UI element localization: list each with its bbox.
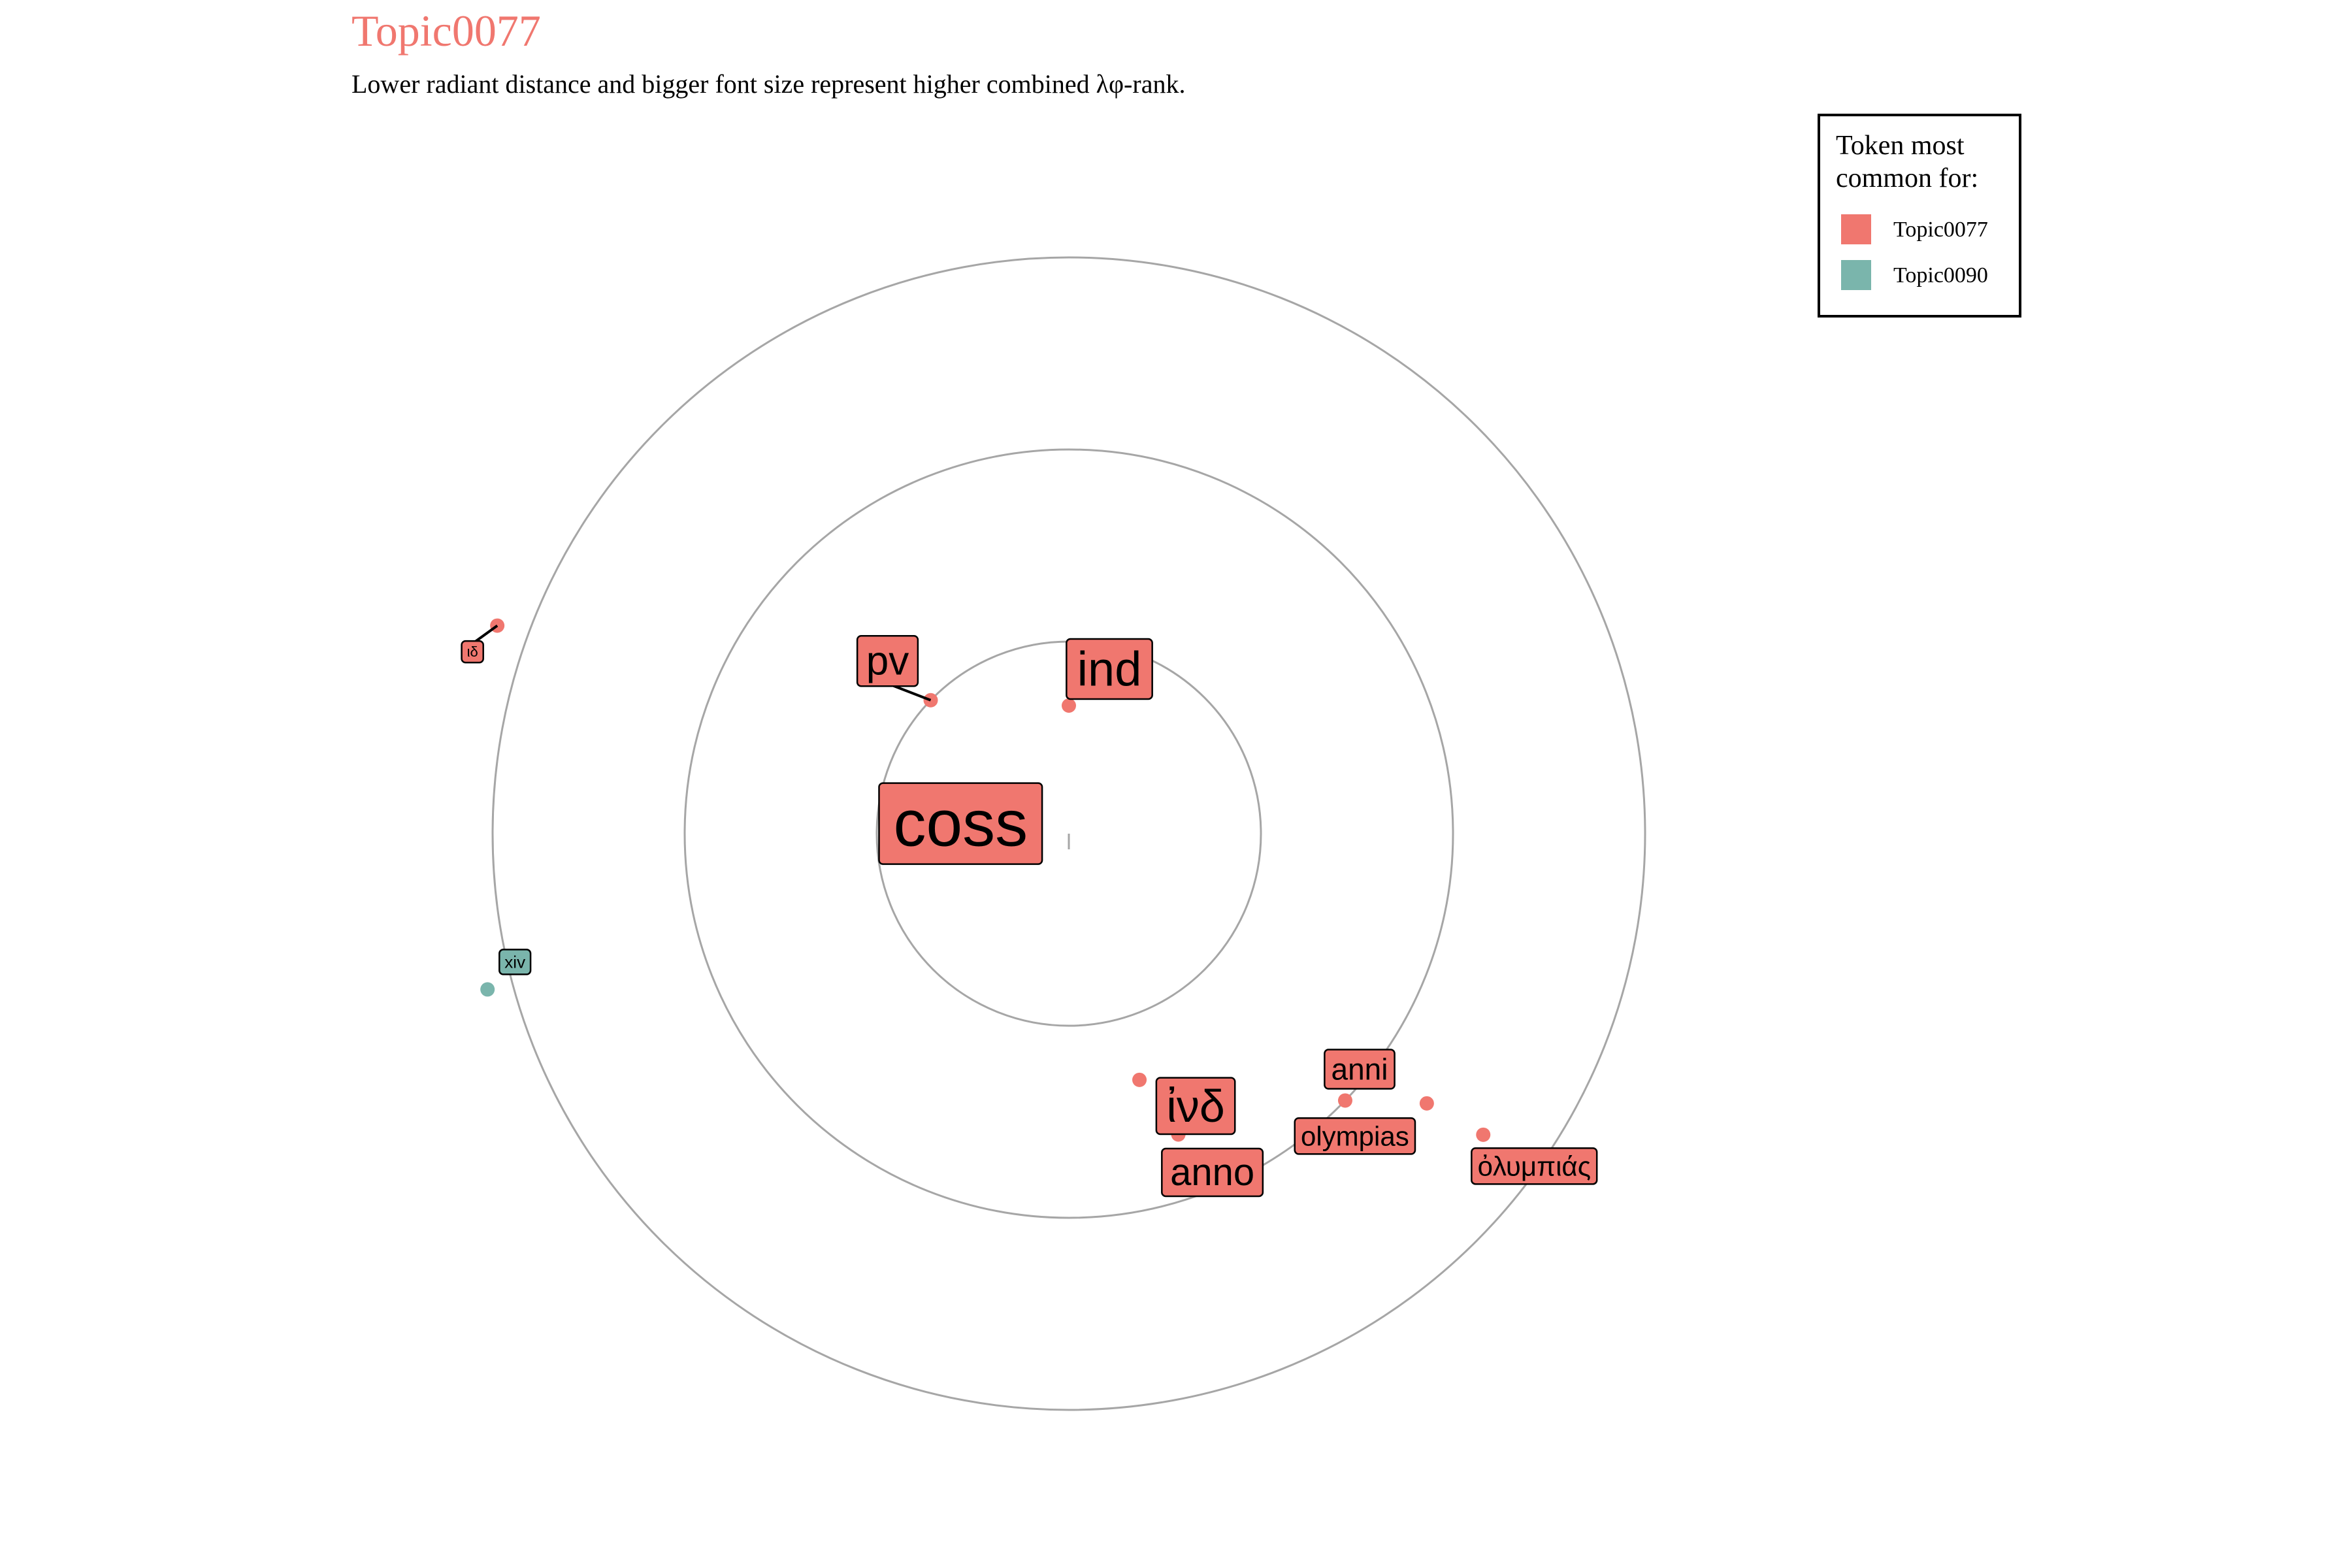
token-5-label: anni xyxy=(1324,1049,1396,1090)
token-7-label-box xyxy=(1471,1147,1598,1185)
legend-title-line-1: Token most xyxy=(1836,131,1965,161)
token-3-label: ἰνδ xyxy=(1155,1077,1236,1135)
token-3-point xyxy=(1132,1072,1147,1087)
chart-subtitle: Lower radiant distance and bigger font s… xyxy=(351,69,1185,99)
token-5-label-box xyxy=(1324,1049,1396,1090)
token-6-label: olympias xyxy=(1294,1117,1416,1155)
token-8-label-text: ιδ xyxy=(467,644,478,660)
token-6-point xyxy=(1419,1096,1434,1111)
token-1-label-text: ind xyxy=(1077,642,1142,696)
legend-swatch-topic0090 xyxy=(1841,260,1871,290)
token-3-label-box xyxy=(1155,1077,1236,1135)
token-labels: coss ind pv ἰνδ anno anni olympias ὀλυμπιάς ιδ xi… xyxy=(461,635,1598,1198)
token-8-label-box xyxy=(461,640,484,664)
ring-2 xyxy=(683,448,1454,1219)
token-9-label: xiv xyxy=(498,949,532,975)
token-0-label: coss xyxy=(878,782,1043,865)
token-1-point xyxy=(1062,698,1076,713)
token-9-label-box xyxy=(498,949,532,975)
token-5-label-text: anni xyxy=(1331,1052,1388,1086)
token-2-label-text: pv xyxy=(866,638,909,683)
token-3-label-text: ἰνδ xyxy=(1166,1081,1225,1132)
token-1-label-box xyxy=(1066,638,1153,700)
token-4-label-text: anno xyxy=(1170,1151,1254,1194)
token-7-label-text: ὀλυμπιάς xyxy=(1478,1151,1591,1181)
token-2-label: pv xyxy=(856,635,919,687)
legend: Token most common for: Topic0077 Topic00… xyxy=(1818,114,2021,318)
token-4-label-box xyxy=(1161,1147,1264,1198)
token-0-label-box xyxy=(878,782,1043,865)
token-2-label-box xyxy=(856,635,919,687)
token-7-point xyxy=(1476,1127,1491,1142)
token-0-label-text: coss xyxy=(893,787,1028,860)
chart-title: Topic0077 xyxy=(351,6,541,56)
legend-title-line-2: common for: xyxy=(1836,163,1978,193)
token-7-label: ὀλυμπιάς xyxy=(1471,1147,1598,1185)
token-1-label: ind xyxy=(1066,638,1153,700)
legend-label-topic0077: Topic0077 xyxy=(1893,218,1988,242)
token-8-label: ιδ xyxy=(461,640,484,664)
token-4-label: anno xyxy=(1161,1147,1264,1198)
legend-swatch-topic0077 xyxy=(1841,214,1871,244)
ring-3 xyxy=(491,256,1646,1411)
token-6-label-text: olympias xyxy=(1301,1120,1409,1151)
token-5-point xyxy=(1337,1093,1352,1108)
token-9-point xyxy=(480,982,495,997)
token-6-label-box xyxy=(1294,1117,1416,1155)
legend-label-topic0090: Topic0090 xyxy=(1893,263,1988,287)
token-9-label-text: xiv xyxy=(504,952,525,972)
